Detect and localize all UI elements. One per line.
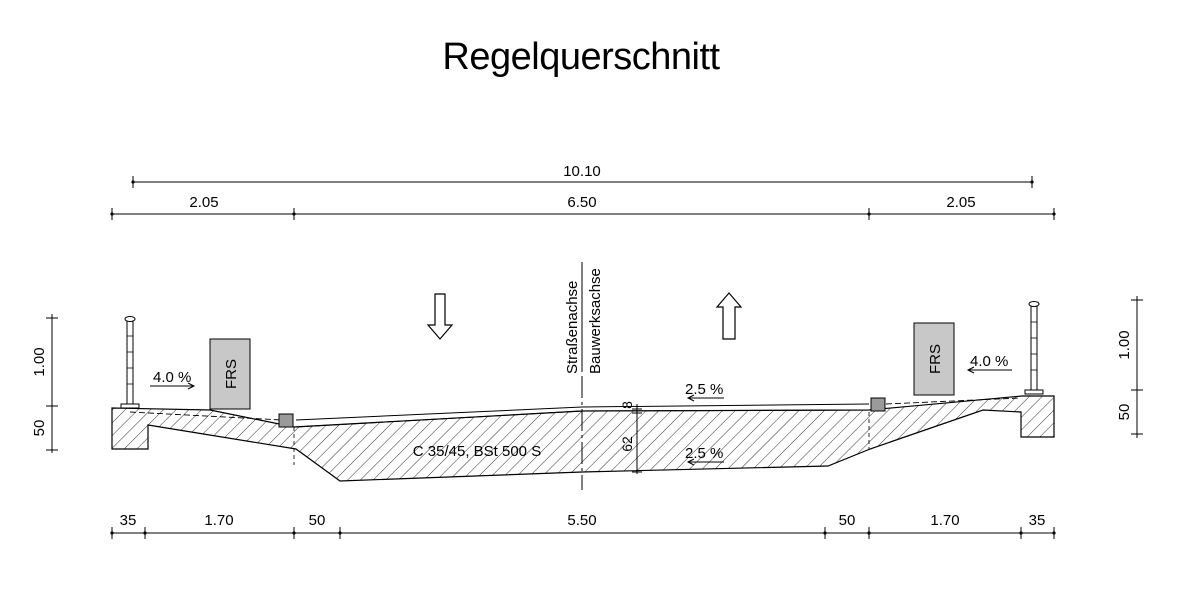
left-cap-sealing	[129, 411, 283, 421]
carriageway-width-label: 6.50	[567, 194, 596, 211]
bottom-dim-label: 1.70	[930, 512, 959, 529]
bottom-dim-label: 35	[1029, 512, 1046, 529]
bottom-dimension: 35 1.70 50 5.50 50 1.70 35	[110, 512, 1056, 539]
surfacing-thickness-label: 8	[619, 401, 635, 409]
slab-thickness-label: 62	[619, 436, 635, 452]
top-dimension-overall: 10.10	[131, 163, 1034, 188]
right-railing-icon	[1024, 301, 1044, 395]
overall-width-label: 10.10	[563, 163, 601, 180]
axis: Straßenachse Bauwerksachse	[564, 262, 604, 490]
bottom-dim-label: 50	[309, 512, 326, 529]
right-height-dimension: 1.00 50	[1116, 296, 1143, 438]
arrow-down-icon	[426, 293, 454, 340]
left-cap-slope-label: 4.0 %	[153, 369, 191, 386]
left-height-lower-label: 50	[31, 420, 48, 437]
right-barrier-label: FRS	[927, 344, 944, 374]
bottom-dim-label: 5.50	[567, 512, 596, 529]
left-curb	[278, 413, 294, 428]
arrow-up-icon	[715, 292, 743, 340]
left-railing-icon	[120, 316, 140, 409]
left-height-dimension: 1.00 50	[31, 314, 58, 453]
top-dimension-segments: 2.05 6.50 2.05	[110, 194, 1056, 220]
carriageway-top-slope-label: 2.5 %	[685, 381, 723, 398]
carriageway-top-slope: 2.5 %	[685, 381, 724, 402]
right-height-lower-label: 50	[1116, 404, 1133, 421]
right-cap-sealing	[885, 397, 1021, 405]
concrete-slab	[111, 395, 1055, 482]
material-label: C 35/45, BSt 500 S	[413, 443, 541, 460]
surfacing-layer	[295, 403, 870, 428]
carriageway-bottom-slope: 2.5 %	[685, 445, 724, 466]
slab-thickness-dimension: 8 62	[619, 401, 642, 474]
right-cap-width-label: 2.05	[946, 194, 975, 211]
right-cap-slope: 4.0 %	[966, 353, 1012, 374]
carriageway-bottom-slope-label: 2.5 %	[685, 445, 723, 462]
bottom-dim-label: 1.70	[204, 512, 233, 529]
bottom-dim-label: 35	[120, 512, 137, 529]
drawing-title: Regelquerschnitt	[442, 36, 720, 78]
left-cap-slope: 4.0 %	[150, 369, 196, 390]
left-barrier-label: FRS	[223, 359, 240, 389]
left-height-upper-label: 1.00	[31, 347, 48, 376]
right-height-upper-label: 1.00	[1116, 330, 1133, 359]
structure-axis-label: Bauwerksachse	[587, 268, 604, 374]
right-curb	[870, 397, 886, 412]
left-cap-width-label: 2.05	[189, 194, 218, 211]
right-barrier: FRS	[913, 322, 955, 396]
right-cap-slope-label: 4.0 %	[970, 353, 1008, 370]
left-barrier: FRS	[209, 338, 251, 410]
road-axis-label: Straßenachse	[564, 281, 581, 374]
bottom-dim-label: 50	[839, 512, 856, 529]
